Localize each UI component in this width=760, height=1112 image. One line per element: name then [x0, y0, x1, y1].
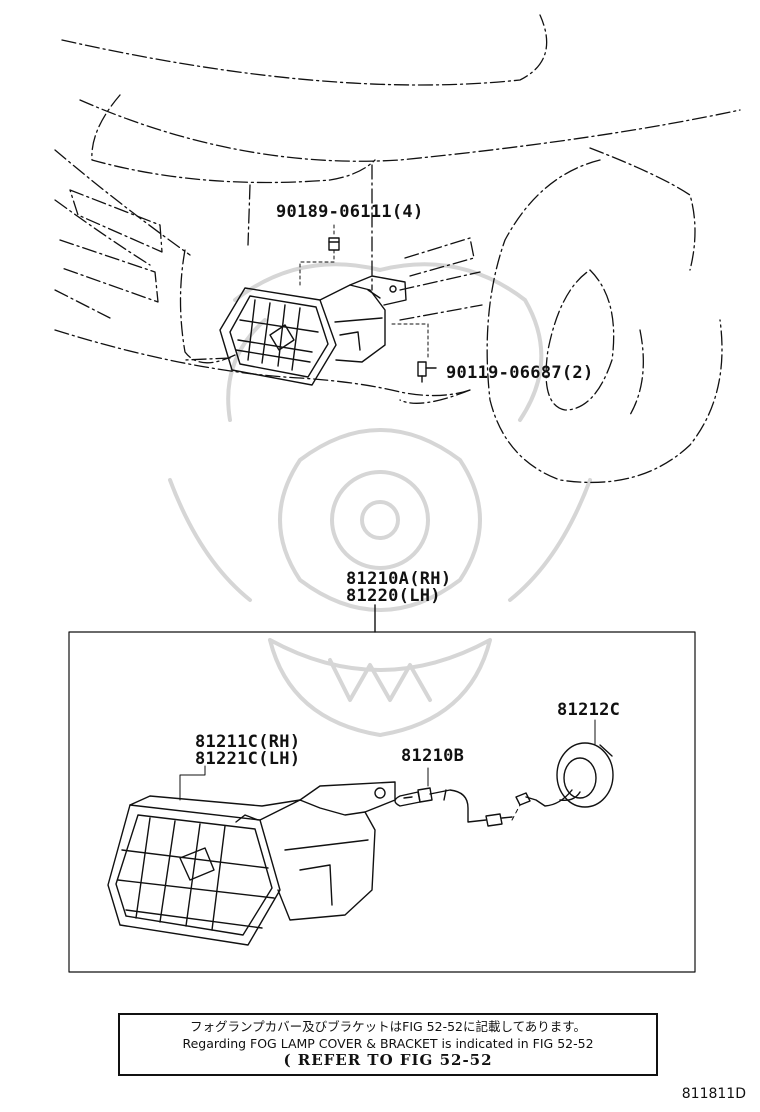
bolt-top-leader [299, 224, 335, 286]
fog-lamp-unit [107, 781, 396, 946]
reference-note-box: フォグランプカバー及びブラケットはFIG 52-52に記載してあります。 Reg… [118, 1013, 658, 1076]
part-number-assembly-lh: 81220(LH) [346, 586, 441, 606]
assembly-frame [68, 631, 696, 973]
part-number-socket: 81212C [557, 700, 621, 720]
note-japanese: フォグランプカバー及びブラケットはFIG 52-52に記載してあります。 [190, 1019, 586, 1034]
part-number-bolt-side: 90119-06687(2) [446, 363, 594, 383]
socket [515, 742, 614, 808]
bulb [394, 787, 513, 827]
part-number-bulb: 81210B [401, 746, 465, 766]
unit-leader [179, 765, 206, 801]
figure-code: 811811D [681, 1086, 746, 1102]
vehicle-body-outline [54, 14, 741, 484]
installed-fog-lamp [219, 237, 407, 386]
bolt-side [417, 361, 437, 383]
note-english: Regarding FOG LAMP COVER & BRACKET is in… [182, 1036, 594, 1051]
part-number-assembly-rh: 81210A(RH) [346, 569, 452, 589]
connector-dashes [511, 804, 521, 821]
part-number-bolt-top: 90189-06111(4) [276, 202, 424, 222]
part-number-unit-rh: 81211C(RH) [195, 732, 301, 752]
part-number-unit-lh: 81221C(LH) [195, 749, 301, 769]
watermark-emblem [168, 262, 592, 737]
note-reference: ( REFER TO FIG 52-52 [283, 1051, 493, 1069]
bolt-side-leader [391, 323, 429, 359]
